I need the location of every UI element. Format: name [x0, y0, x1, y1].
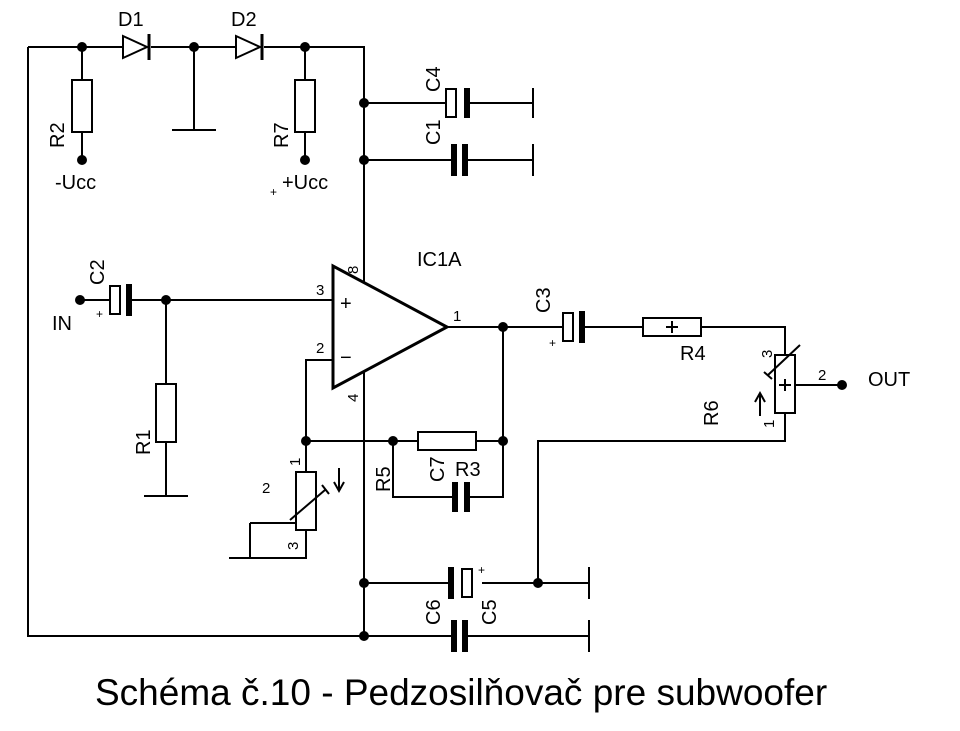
label-pin1: 1: [453, 308, 461, 325]
label-plus-c2: +: [96, 307, 103, 321]
wire-top-rail: [27, 46, 365, 637]
label-c5: C5: [479, 599, 501, 625]
label-c4: C4: [423, 66, 445, 92]
capacitor-c7: [452, 482, 470, 512]
potentiometer-r6: [537, 344, 842, 583]
resistor-r4: [642, 317, 786, 355]
capacitor-c4: [364, 88, 534, 118]
capacitor-c6-c5: [364, 567, 590, 599]
resistor-r2: [71, 47, 93, 160]
label-c3: C3: [533, 287, 555, 313]
capacitor-bottom: [364, 620, 590, 652]
label-r5-text: R5: [373, 466, 395, 492]
label-plus-c3: +: [549, 336, 556, 350]
label-c1: C1: [423, 119, 445, 145]
label-r6: R6: [701, 400, 723, 426]
label-c7: C7: [427, 456, 449, 482]
capacitor-c2: [80, 284, 333, 316]
label-out: OUT: [868, 369, 910, 391]
schematic-caption: Schéma č.10 - Pedzosilňovač pre subwoofe…: [95, 672, 828, 713]
label-r3: R3: [455, 459, 481, 481]
resistor-r3: [417, 431, 477, 451]
label-d1: D1: [118, 9, 144, 31]
label-r6-pin1: 1: [761, 420, 778, 428]
opamp-ic1a: [331, 250, 451, 400]
label-r6-pin2: 2: [818, 367, 826, 384]
label-pot-pin1: 1: [287, 458, 304, 466]
label-pot-pin3: 3: [285, 542, 302, 550]
label-r1: R1: [133, 429, 155, 455]
capacitor-c3: [556, 311, 643, 343]
label-c6: C6: [423, 599, 445, 625]
potentiometer-r5: [229, 441, 345, 559]
label-r6-pin3: 3: [759, 350, 776, 358]
junction-dots: [75, 42, 847, 641]
ground-diode-mid: [172, 47, 216, 131]
label-plus-r7: +: [270, 185, 277, 199]
label-pin4: 4: [345, 394, 362, 402]
resistor-r1: [144, 300, 188, 497]
label-pot-pin2: 2: [262, 480, 270, 497]
label-ic1a: IC1A: [417, 249, 462, 271]
label-opamp-minus: −: [340, 347, 352, 369]
label-plus-c5: +: [478, 563, 485, 577]
label-pin3: 3: [316, 282, 324, 299]
label-r4: R4: [680, 343, 706, 365]
label-pin8: 8: [345, 266, 362, 274]
label-pin2: 2: [316, 340, 324, 357]
label-r2: R2: [47, 122, 69, 148]
capacitor-c1: [364, 144, 534, 176]
label-r7: R7: [271, 122, 293, 148]
label-opamp-plus: +: [340, 293, 352, 315]
diode-d2: [235, 34, 264, 60]
diode-d1: [122, 34, 151, 60]
label-ucc-pos: +Ucc: [282, 172, 328, 194]
label-ucc-neg: -Ucc: [55, 172, 96, 194]
label-c2: C2: [87, 259, 109, 285]
label-in: IN: [52, 313, 72, 335]
resistor-r7: [294, 47, 316, 160]
label-d2: D2: [231, 9, 257, 31]
